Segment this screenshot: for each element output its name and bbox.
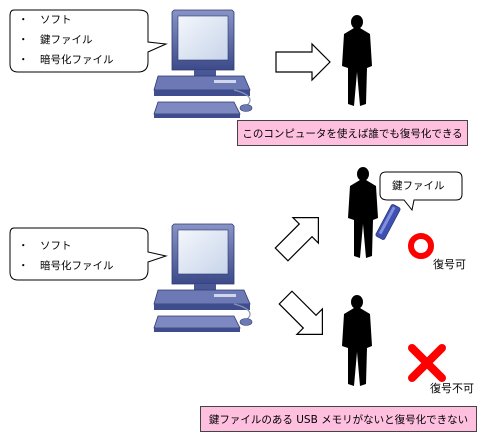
- top-callout-item: 暗号化ファイル: [18, 50, 114, 70]
- decrypt-ng-label: 復号不可: [430, 382, 474, 395]
- top-callout-item: ソフト: [18, 10, 114, 30]
- top-computer-icon: [153, 9, 253, 119]
- top-callout-item: 鍵ファイル: [18, 30, 114, 50]
- decrypt-ok-label: 復号可: [433, 258, 466, 271]
- top-person-silhouette: [342, 15, 372, 106]
- bottom-callout-item: ソフト: [18, 236, 114, 256]
- key-callout-label: 鍵ファイル: [392, 180, 445, 192]
- bottom-computer-icon: [153, 223, 253, 333]
- top-note: このコンピュータを使えば誰でも復号化できる: [237, 120, 468, 146]
- failure-cross-icon: [408, 344, 446, 382]
- bottom-callout-item: 暗号化ファイル: [18, 256, 114, 276]
- bottom-note: 鍵ファイルのある USB メモリがないと復号化できない: [200, 406, 477, 432]
- bottom-callout-list: ソフト 暗号化ファイル: [18, 236, 114, 276]
- down-arrow-icon: [278, 290, 323, 335]
- bottom-person-with-key: [348, 167, 378, 258]
- top-callout-list: ソフト 鍵ファイル 暗号化ファイル: [18, 10, 114, 70]
- success-circle-icon: [408, 233, 434, 259]
- up-arrow-icon: [274, 217, 319, 262]
- bottom-person-without-key: [342, 295, 372, 386]
- usb-memory-icon: [375, 204, 401, 240]
- top-arrow-icon: [275, 42, 331, 82]
- key-callout-bubble: [379, 171, 463, 212]
